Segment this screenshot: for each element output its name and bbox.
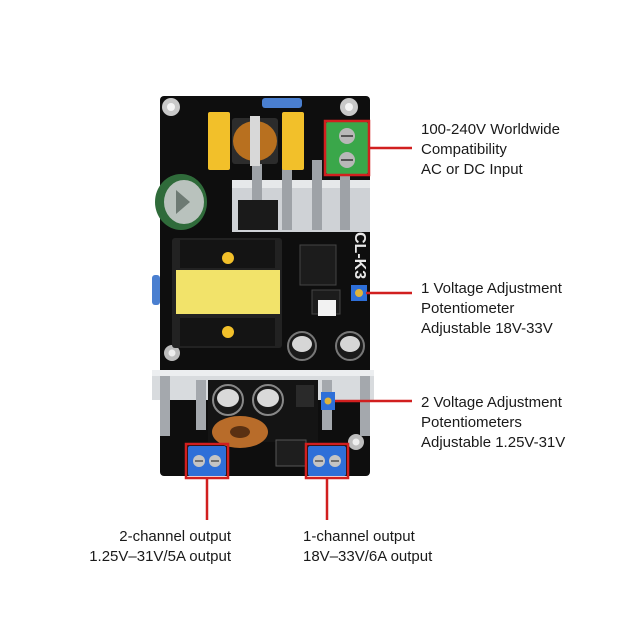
input-callout-label: 100-240V Worldwide Compatibility AC or D…	[421, 121, 560, 178]
input-terminal-block	[323, 119, 371, 177]
output2-callout-label: 2-channel output 1.25V–31V/5A output	[89, 528, 231, 565]
pot1-callout-label: 1 Voltage Adjustment Potentiometer Adjus…	[421, 280, 562, 337]
pot2-callout-label: 2 Voltage Adjustment Potentiometers Adju…	[421, 394, 566, 451]
input-filter	[208, 98, 304, 170]
output-terminal-2	[184, 442, 230, 480]
main-capacitor	[155, 174, 207, 230]
callout-lines	[205, 146, 412, 520]
buck-converter	[208, 380, 335, 467]
output1-callout-label: 1-channel output 18V–33V/6A output	[303, 528, 433, 565]
transformer	[152, 238, 282, 348]
upper-heatsink	[232, 160, 370, 232]
board-silkscreen: CL-K3	[351, 232, 368, 279]
output-terminal-1	[304, 442, 350, 480]
control-section: CL-K3	[287, 232, 368, 361]
